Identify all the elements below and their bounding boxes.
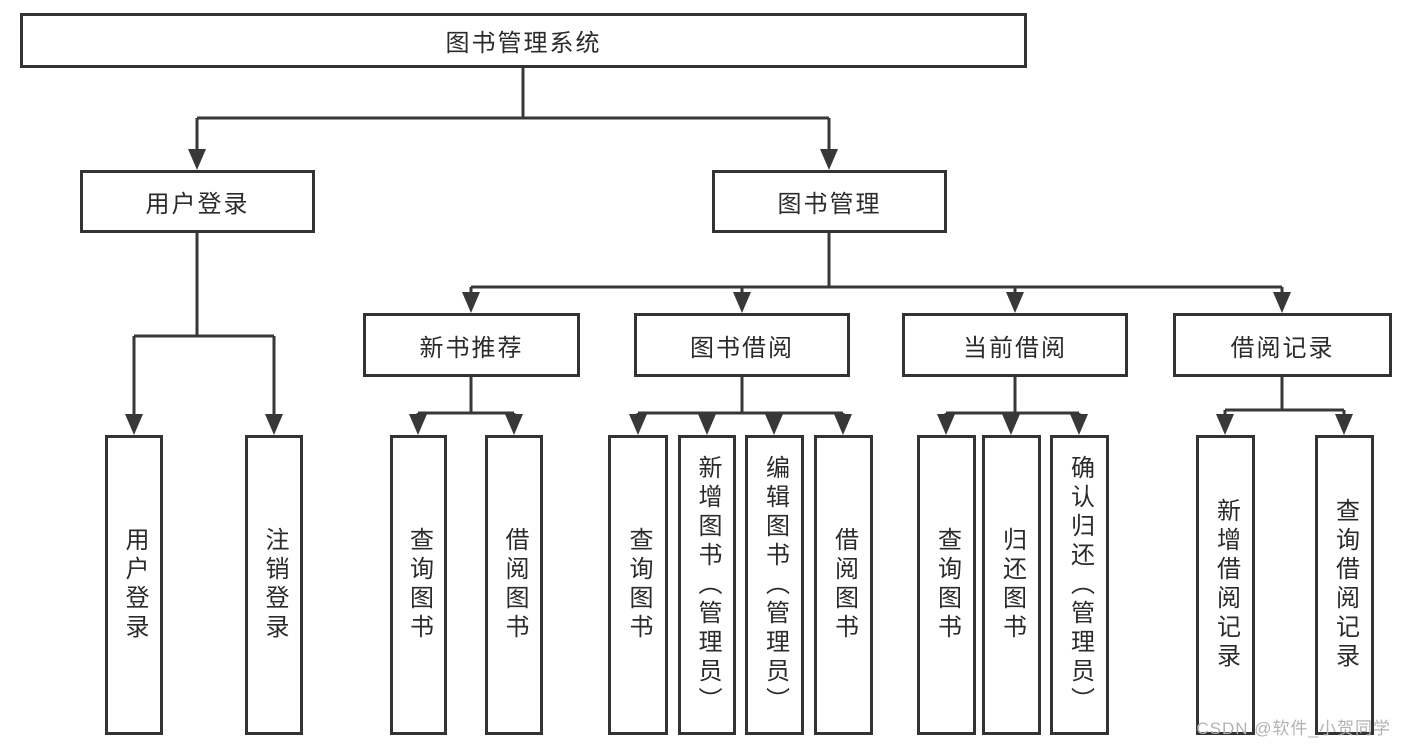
node-current-borrowing-label: 当前借阅 <box>963 334 1067 362</box>
leaf-borrow-books-borrowing: 借阅图书 <box>814 435 873 735</box>
node-borrowing-records: 借阅记录 <box>1173 313 1392 377</box>
node-user-login-label: 用户登录 <box>145 191 250 218</box>
leaf-query-books-recommend: 查询图书 <box>390 435 447 735</box>
node-book-borrowing: 图书借阅 <box>634 313 850 377</box>
leaf-user-login: 用户登录 <box>105 435 163 735</box>
leaf-query-books-current: 查询图书 <box>917 435 976 735</box>
node-new-book-recommendation: 新书推荐 <box>363 313 580 377</box>
leaf-add-borrow-record: 新增借阅记录 <box>1196 435 1255 735</box>
node-book-management-label: 图书管理 <box>777 191 882 218</box>
node-root-label: 图书管理系统 <box>445 30 602 57</box>
csdn-watermark: CSDN @软件_小贺同学 <box>1196 719 1391 738</box>
leaf-borrow-books-recommend: 借阅图书 <box>485 435 543 735</box>
leaf-edit-book-admin: 编辑图书（管理员） <box>745 435 804 735</box>
node-book-management: 图书管理 <box>712 170 947 233</box>
node-book-borrowing-label: 图书借阅 <box>690 334 794 362</box>
leaf-confirm-return-admin: 确认归还（管理员） <box>1050 435 1109 735</box>
node-borrowing-records-label: 借阅记录 <box>1230 334 1335 362</box>
node-user-login: 用户登录 <box>80 170 315 233</box>
node-new-book-recommendation-label: 新书推荐 <box>419 334 524 362</box>
leaf-query-books-borrowing: 查询图书 <box>608 435 668 735</box>
node-current-borrowing: 当前借阅 <box>902 313 1128 377</box>
leaf-query-borrow-record: 查询借阅记录 <box>1315 435 1374 735</box>
node-root: 图书管理系统 <box>20 13 1027 68</box>
leaf-return-books: 归还图书 <box>982 435 1041 735</box>
leaf-logout: 注销登录 <box>245 435 303 735</box>
leaf-add-book-admin: 新增图书（管理员） <box>678 435 736 735</box>
